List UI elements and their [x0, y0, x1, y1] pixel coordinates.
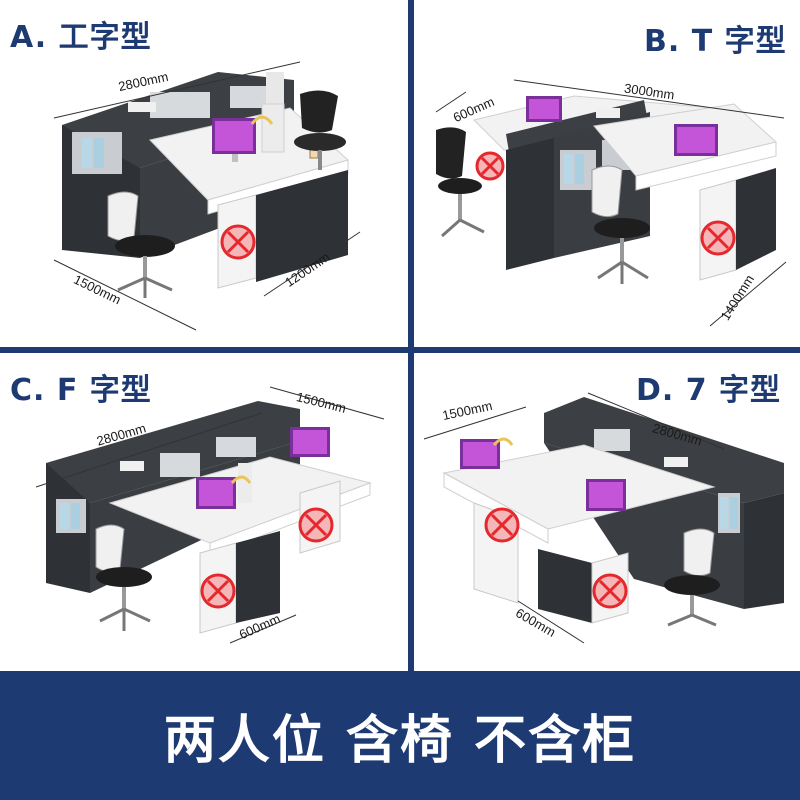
panel-d-7-shape: D. 7 字型 1500mm 2800mm 600mm: [414, 353, 800, 671]
office-chair-icon: [664, 528, 720, 627]
office-chair-icon: [107, 191, 175, 298]
panel-a-title: A. 工字型: [10, 20, 152, 55]
desk-illustration-c: [35, 386, 385, 644]
desk-illustration-a: [53, 61, 361, 331]
office-chair-icon: [95, 524, 152, 631]
panel-c-title: C. F 字型: [10, 373, 152, 408]
file-organizer-icon: [720, 497, 738, 529]
cabinet-excluded-icon: [200, 573, 236, 609]
panel-d-title: D. 7 字型: [636, 373, 782, 408]
panel-b-t-shape: B. T 字型 600mm 3000mm 1400mm: [414, 0, 800, 347]
office-chair-icon: [294, 90, 346, 170]
office-chair-icon: [436, 127, 485, 238]
cabinet-excluded-icon: [484, 507, 520, 543]
monitor-icon: [586, 479, 626, 511]
panel-c-f-shape: C. F 字型 2800mm 1500mm 600mm: [0, 353, 408, 671]
cabinet-excluded-icon: [475, 151, 505, 181]
panel-b-title: B. T 字型: [644, 24, 787, 59]
desk-illustration-b: [435, 79, 787, 327]
file-organizer-icon: [82, 138, 104, 168]
headphones-icon: [230, 475, 252, 485]
monitor-icon: [290, 427, 330, 457]
desk-illustration-d: [423, 392, 784, 644]
monitor-icon: [212, 118, 256, 162]
cabinet-excluded-icon: [298, 507, 334, 543]
file-organizer-icon: [60, 503, 80, 529]
cabinet-excluded-icon: [700, 220, 736, 256]
headphones-icon: [250, 115, 274, 125]
cabinet-excluded-icon: [220, 224, 256, 260]
monitor-icon: [196, 477, 236, 509]
footer-text: 两人位 含椅 不含柜: [163, 711, 637, 771]
headphones-icon: [492, 437, 514, 447]
footer-banner: 两人位 含椅 不含柜: [0, 671, 800, 800]
monitor-icon: [674, 124, 718, 156]
office-chair-icon: [591, 165, 650, 284]
file-organizer-icon: [564, 154, 584, 184]
cabinet-excluded-icon: [592, 573, 628, 609]
panel-a-h-shape: A. 工字型 2800mm 1500mm 1200mm: [0, 0, 408, 347]
monitor-icon: [526, 96, 562, 122]
